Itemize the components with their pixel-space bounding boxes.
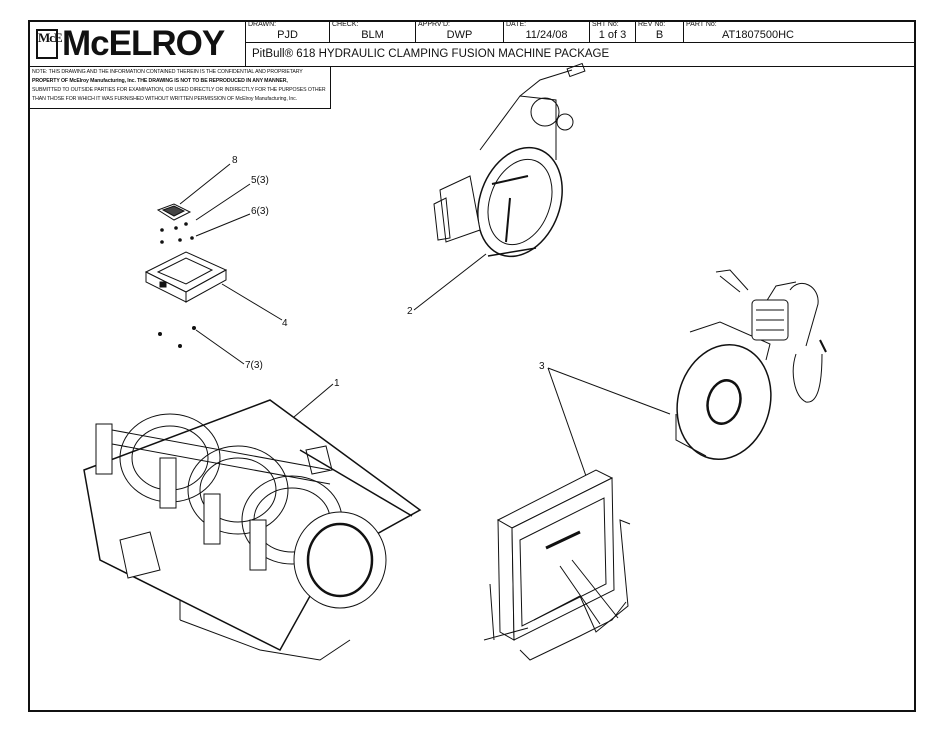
note-line-3: SUBMITTED TO OUTSIDE PARTIES FOR EXAMINA… <box>32 87 326 93</box>
callout-7: 7(3) <box>245 360 263 371</box>
item-3-stand <box>483 469 631 661</box>
callout-8: 8 <box>232 155 238 166</box>
drawn-value: PJD <box>277 29 298 41</box>
drawn-label: DRAWN: <box>248 21 277 28</box>
apprvd-value: DWP <box>446 29 473 41</box>
sheet-cell: SHT No: 1 of 3 <box>590 20 636 43</box>
leader-4 <box>221 283 283 321</box>
check-cell: CHECK: BLM <box>330 20 416 43</box>
item-1-machine <box>83 399 422 661</box>
leader-8 <box>179 163 231 205</box>
leader-5 <box>195 183 251 221</box>
drawn-cell: DRAWN: PJD <box>246 20 330 43</box>
sheet-label: SHT No: <box>592 21 619 28</box>
leader-3b <box>547 367 587 477</box>
drawing-title: PitBull® 618 HYDRAULIC CLAMPING FUSION M… <box>252 48 610 60</box>
date-cell: DATE: 11/24/08 <box>504 20 590 43</box>
leader-3a <box>547 367 671 415</box>
item-4-box <box>144 251 228 303</box>
rev-label: REV No: <box>638 21 666 28</box>
item-8-plate <box>156 203 192 221</box>
logo-mark: McE <box>36 29 63 59</box>
item-5-6-screws <box>160 222 194 244</box>
note-line-2: PROPERTY OF McElroy Manufacturing, Inc. … <box>32 78 288 84</box>
item-7-fasteners <box>158 326 196 348</box>
note-line-4: THAN THOSE FOR WHICH IT WAS FURNISHED WI… <box>32 96 297 102</box>
confidentiality-note: NOTE: THIS DRAWING AND THE INFORMATION C… <box>28 67 331 109</box>
check-value: BLM <box>361 29 384 41</box>
title-row: PitBull® 618 HYDRAULIC CLAMPING FUSION M… <box>246 43 916 67</box>
item-3-heater <box>675 269 827 461</box>
callout-5: 5(3) <box>251 175 269 186</box>
apprvd-cell: APPRV'D: DWP <box>416 20 504 43</box>
item-2-facer <box>433 62 586 258</box>
logo-text: McELROY <box>62 24 225 63</box>
date-value: 11/24/08 <box>525 29 568 41</box>
callout-3: 3 <box>539 361 545 372</box>
leader-6 <box>195 213 251 237</box>
leader-7 <box>195 329 245 365</box>
date-label: DATE: <box>506 21 527 28</box>
sheet-value: 1 of 3 <box>598 29 627 41</box>
check-label: CHECK: <box>332 21 359 28</box>
drawing-frame <box>28 20 916 712</box>
rev-value: B <box>655 29 664 41</box>
logo-box: McE McELROY <box>28 20 246 67</box>
apprvd-label: APPRV'D: <box>418 21 450 28</box>
part-label: PART No: <box>686 21 717 28</box>
part-cell: PART No: AT1807500HC <box>684 20 916 43</box>
part-value: AT1807500HC <box>722 29 794 41</box>
callout-2: 2 <box>407 306 413 317</box>
callout-1: 1 <box>334 378 340 389</box>
rev-cell: REV No: B <box>636 20 684 43</box>
note-line-1: NOTE: THIS DRAWING AND THE INFORMATION C… <box>32 69 303 75</box>
callout-6: 6(3) <box>251 206 269 217</box>
leader-2 <box>413 253 487 311</box>
callout-4: 4 <box>282 318 288 329</box>
